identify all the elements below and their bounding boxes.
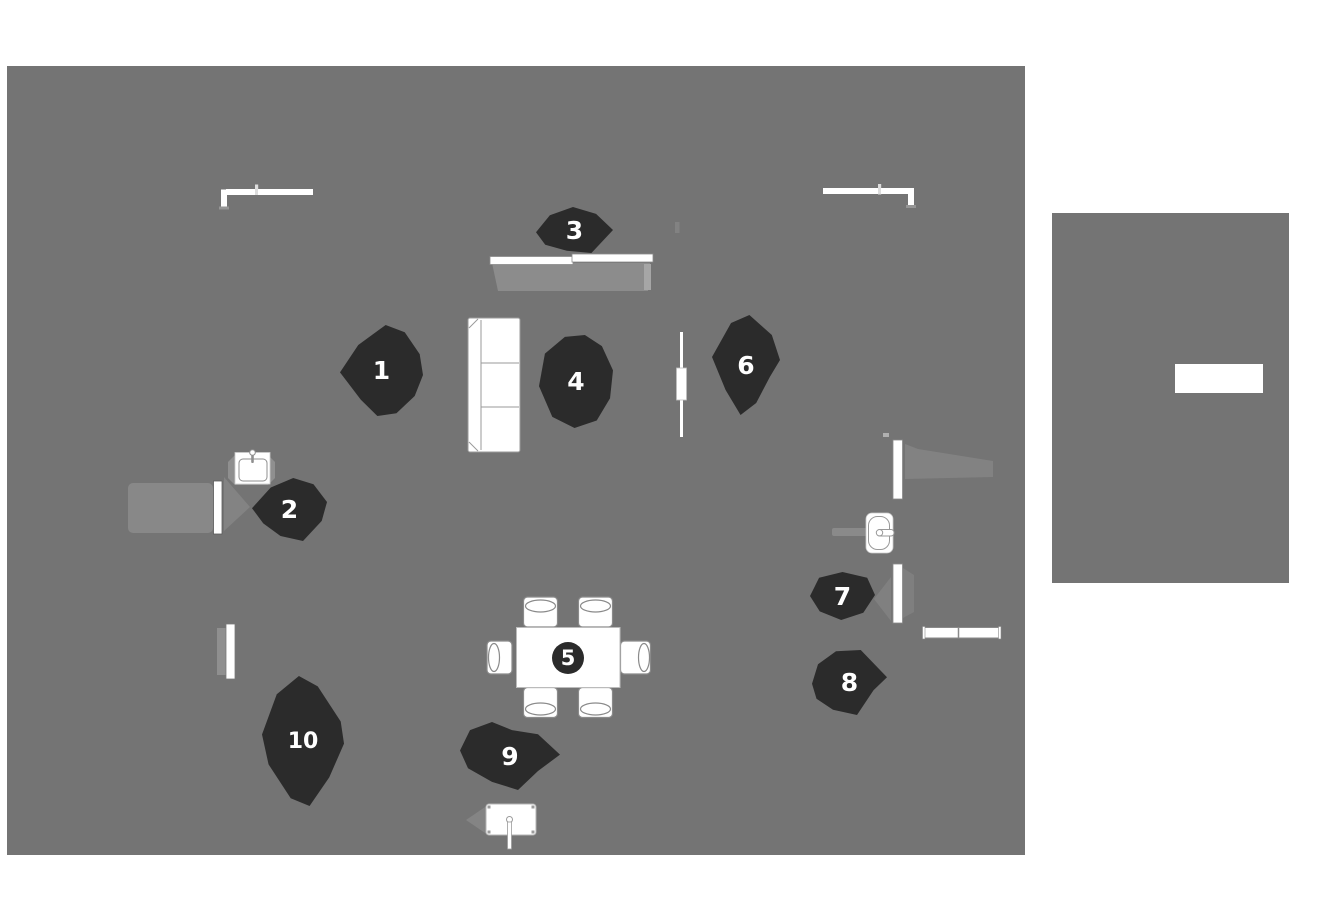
marker-label: 10 — [287, 728, 319, 754]
marker-label: 4 — [567, 367, 585, 396]
marker-label: 9 — [501, 741, 519, 771]
photo-marker-5[interactable]: 5 — [552, 642, 584, 674]
marker-label: 1 — [372, 356, 391, 385]
marker-label: 3 — [565, 215, 584, 245]
side-panel — [1052, 213, 1289, 583]
marker-label: 7 — [833, 581, 852, 611]
marker-label: 5 — [560, 646, 576, 670]
photo-marker-4[interactable]: 4 — [539, 335, 613, 428]
panel-highlight-swatch — [1175, 364, 1263, 393]
marker-label: 6 — [737, 350, 755, 380]
marker-label: 8 — [840, 668, 859, 697]
marker-label: 2 — [280, 495, 299, 524]
floor-plan-canvas[interactable] — [7, 66, 1025, 855]
